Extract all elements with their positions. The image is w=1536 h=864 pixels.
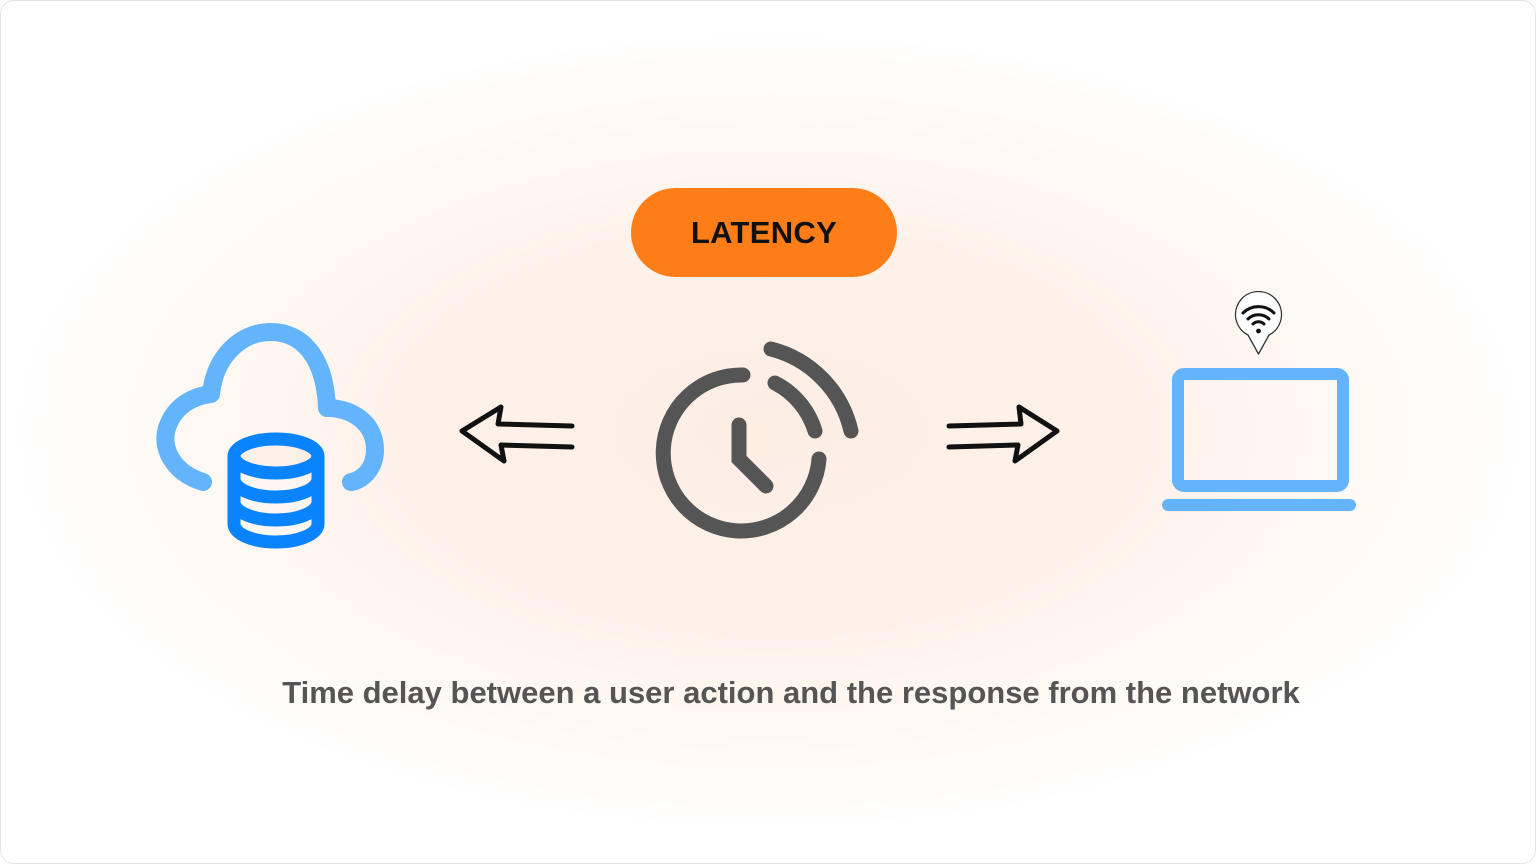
clock-timer-icon — [655, 341, 859, 539]
caption-text: Time delay between a user action and the… — [282, 675, 1300, 710]
wifi-pin-icon — [1234, 291, 1283, 355]
latency-label: LATENCY — [690, 214, 838, 250]
laptop-icon — [1162, 368, 1356, 511]
cloud-database-icon — [156, 323, 384, 549]
arrow-left-icon — [459, 404, 575, 464]
arrow-right-icon — [946, 404, 1060, 464]
latency-badge: LATENCY — [631, 188, 897, 277]
